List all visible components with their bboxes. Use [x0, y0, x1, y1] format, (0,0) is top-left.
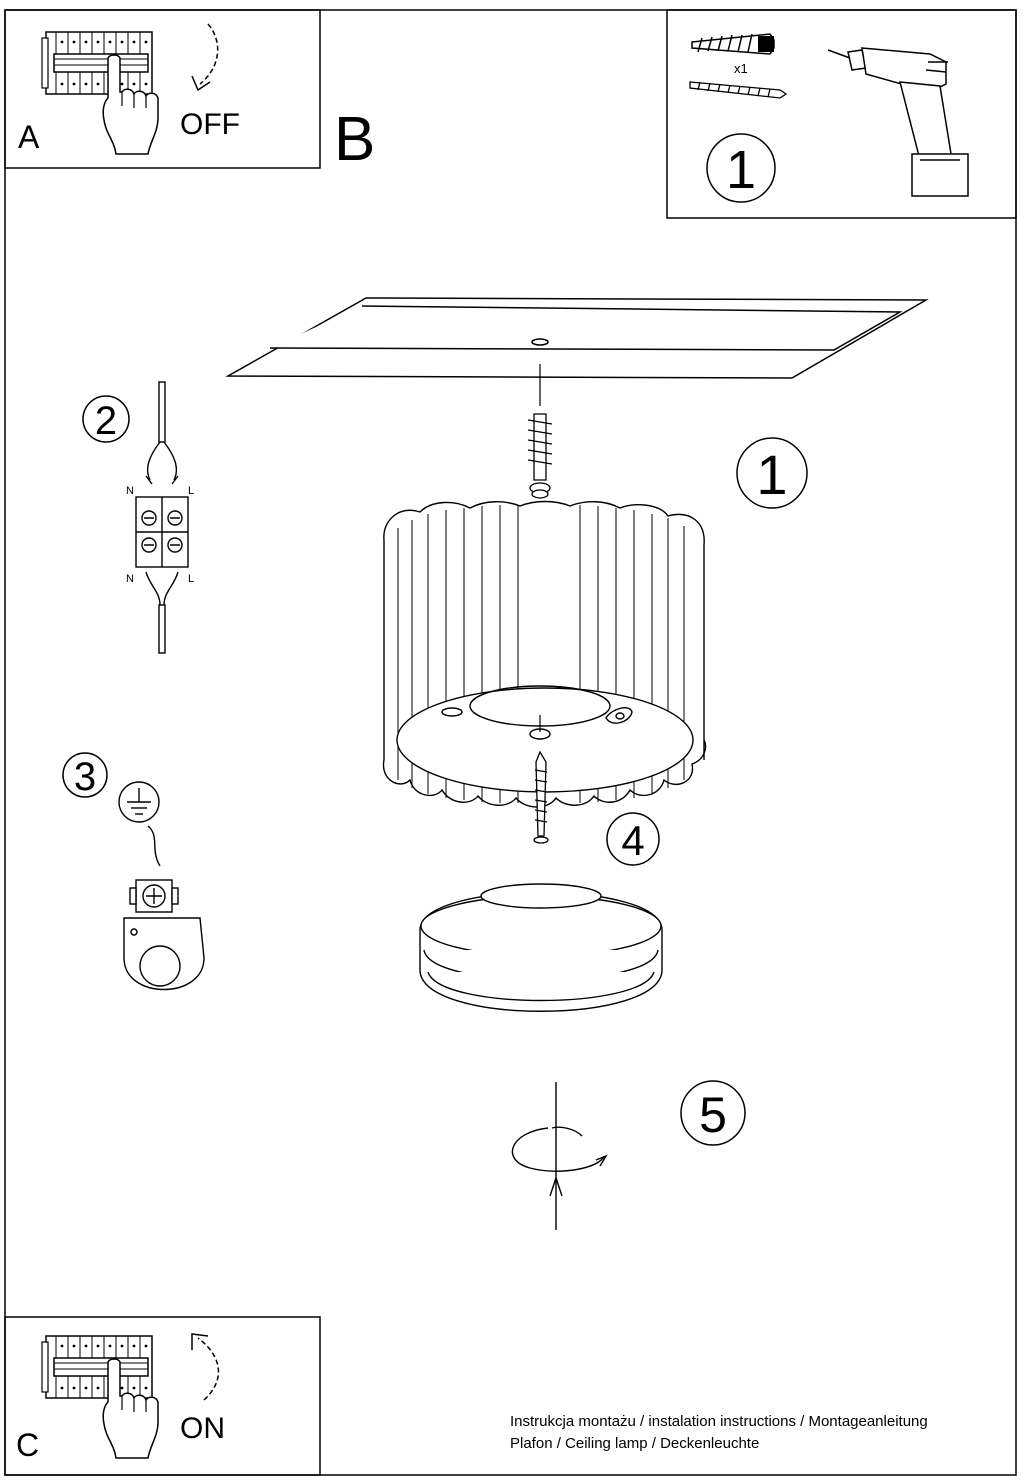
panel-a: A OFF [4, 9, 321, 169]
anchor-quantity: x1 [734, 61, 748, 76]
earth-clamp-icon [123, 879, 205, 991]
tools-panel: x1 1 [666, 9, 1017, 219]
ceiling-step-number: 1 [756, 443, 787, 506]
tools-step-circle [706, 133, 776, 203]
ceiling-step-circle [736, 437, 808, 509]
terminal-block-icon [135, 381, 189, 654]
footer-line-1: Instrukcja montażu / instalation instruc… [510, 1413, 928, 1430]
curved-arrow-up-icon [197, 1337, 220, 1401]
on-label: ON [180, 1412, 225, 1445]
twist-step-number: 5 [699, 1087, 727, 1143]
drill-icon [827, 47, 969, 197]
lamp-shade [382, 500, 707, 808]
live-top-label: L [188, 485, 194, 497]
curved-arrow-icon [199, 23, 219, 85]
footer-line-2: Plafon / Ceiling lamp / Deckenleuchte [510, 1435, 759, 1452]
twist-step-circle [680, 1080, 746, 1146]
screw-step-number: 4 [621, 817, 644, 864]
breaker-panel-icon-on [41, 1335, 153, 1399]
earth-step-number: 3 [74, 755, 96, 799]
wall-plug-icon [691, 33, 775, 55]
panel-a-letter: A [18, 119, 40, 155]
wiring-step-number: 2 [95, 399, 117, 443]
panel-c-letter: C [16, 1427, 39, 1463]
ceiling-anchor [527, 413, 553, 499]
earth-step: 3 [62, 752, 205, 991]
earth-symbol-icon [118, 781, 160, 823]
lamp-diffuser [419, 883, 663, 1012]
screw-icon [689, 81, 788, 99]
page-frame [4, 9, 1017, 1476]
neutral-top-label: N [126, 485, 134, 497]
breaker-panel-icon [41, 31, 153, 95]
panel-c: C ON [4, 1316, 321, 1476]
off-label: OFF [180, 108, 240, 141]
neutral-bottom-label: N [126, 573, 134, 585]
panel-b-letter: B [334, 105, 375, 174]
ceiling-plate [225, 297, 929, 379]
base-screw-icon [533, 750, 549, 844]
rotate-arrow-icon [511, 1082, 608, 1230]
tools-step-number: 1 [726, 140, 756, 200]
live-bottom-label: L [188, 573, 194, 585]
wiring-step: 2 N L N L [82, 381, 194, 654]
screw-step-circle [606, 812, 660, 866]
